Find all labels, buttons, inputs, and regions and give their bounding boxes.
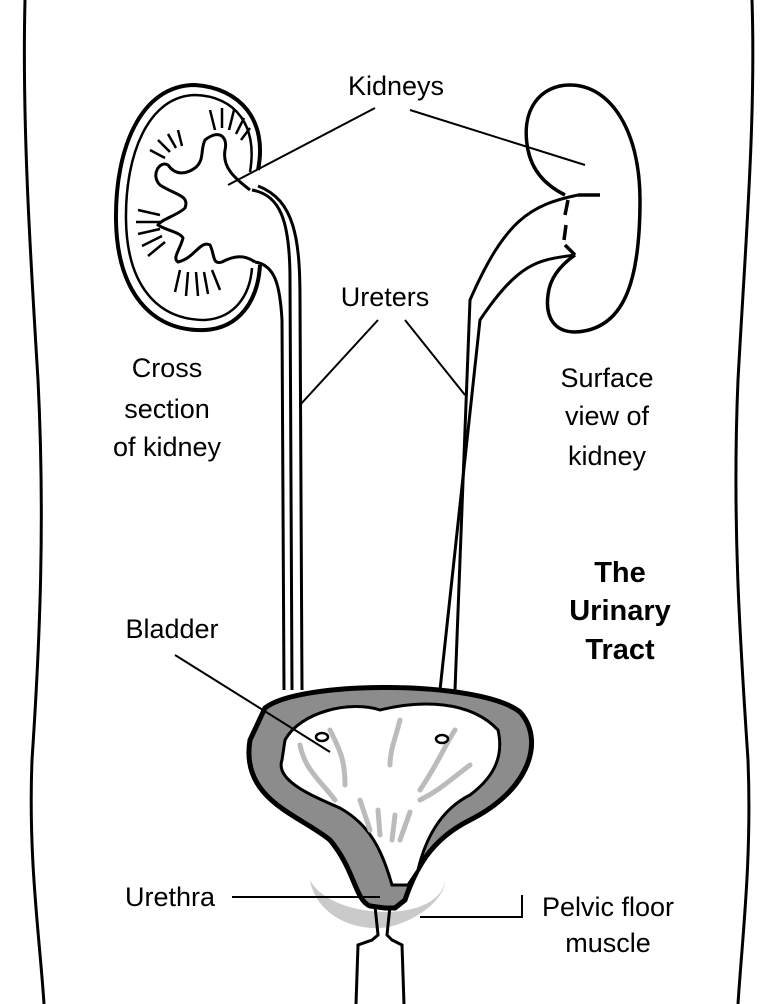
body-outline-left (22, 0, 46, 1004)
kidney-surface-view (524, 83, 642, 334)
label-ureters: Ureters (341, 282, 430, 312)
label-pelvic-floor-1: Pelvic floor (542, 892, 674, 922)
label-cross-section-3: of kidney (113, 432, 222, 462)
label-surface-view-3: kidney (568, 441, 647, 471)
title-line-1: The (594, 557, 646, 589)
title-line-3: Tract (585, 634, 655, 666)
label-cross-section-2: section (124, 394, 210, 424)
bladder (246, 684, 535, 911)
leader-lines (174, 107, 586, 918)
label-surface-view-2: view of (565, 401, 650, 431)
kidney-cross-section (113, 82, 262, 333)
label-kidneys: Kidneys (348, 71, 444, 101)
label-surface-view-1: Surface (560, 363, 653, 393)
label-urethra: Urethra (125, 882, 216, 912)
body-outline-right (734, 0, 755, 1004)
title-line-2: Urinary (569, 595, 671, 627)
pelvic-floor-muscle (310, 880, 445, 929)
urethra (354, 905, 406, 1004)
ureters (251, 184, 579, 691)
label-bladder: Bladder (125, 614, 218, 644)
label-cross-section-1: Cross (132, 353, 203, 383)
label-pelvic-floor-2: muscle (565, 928, 651, 958)
